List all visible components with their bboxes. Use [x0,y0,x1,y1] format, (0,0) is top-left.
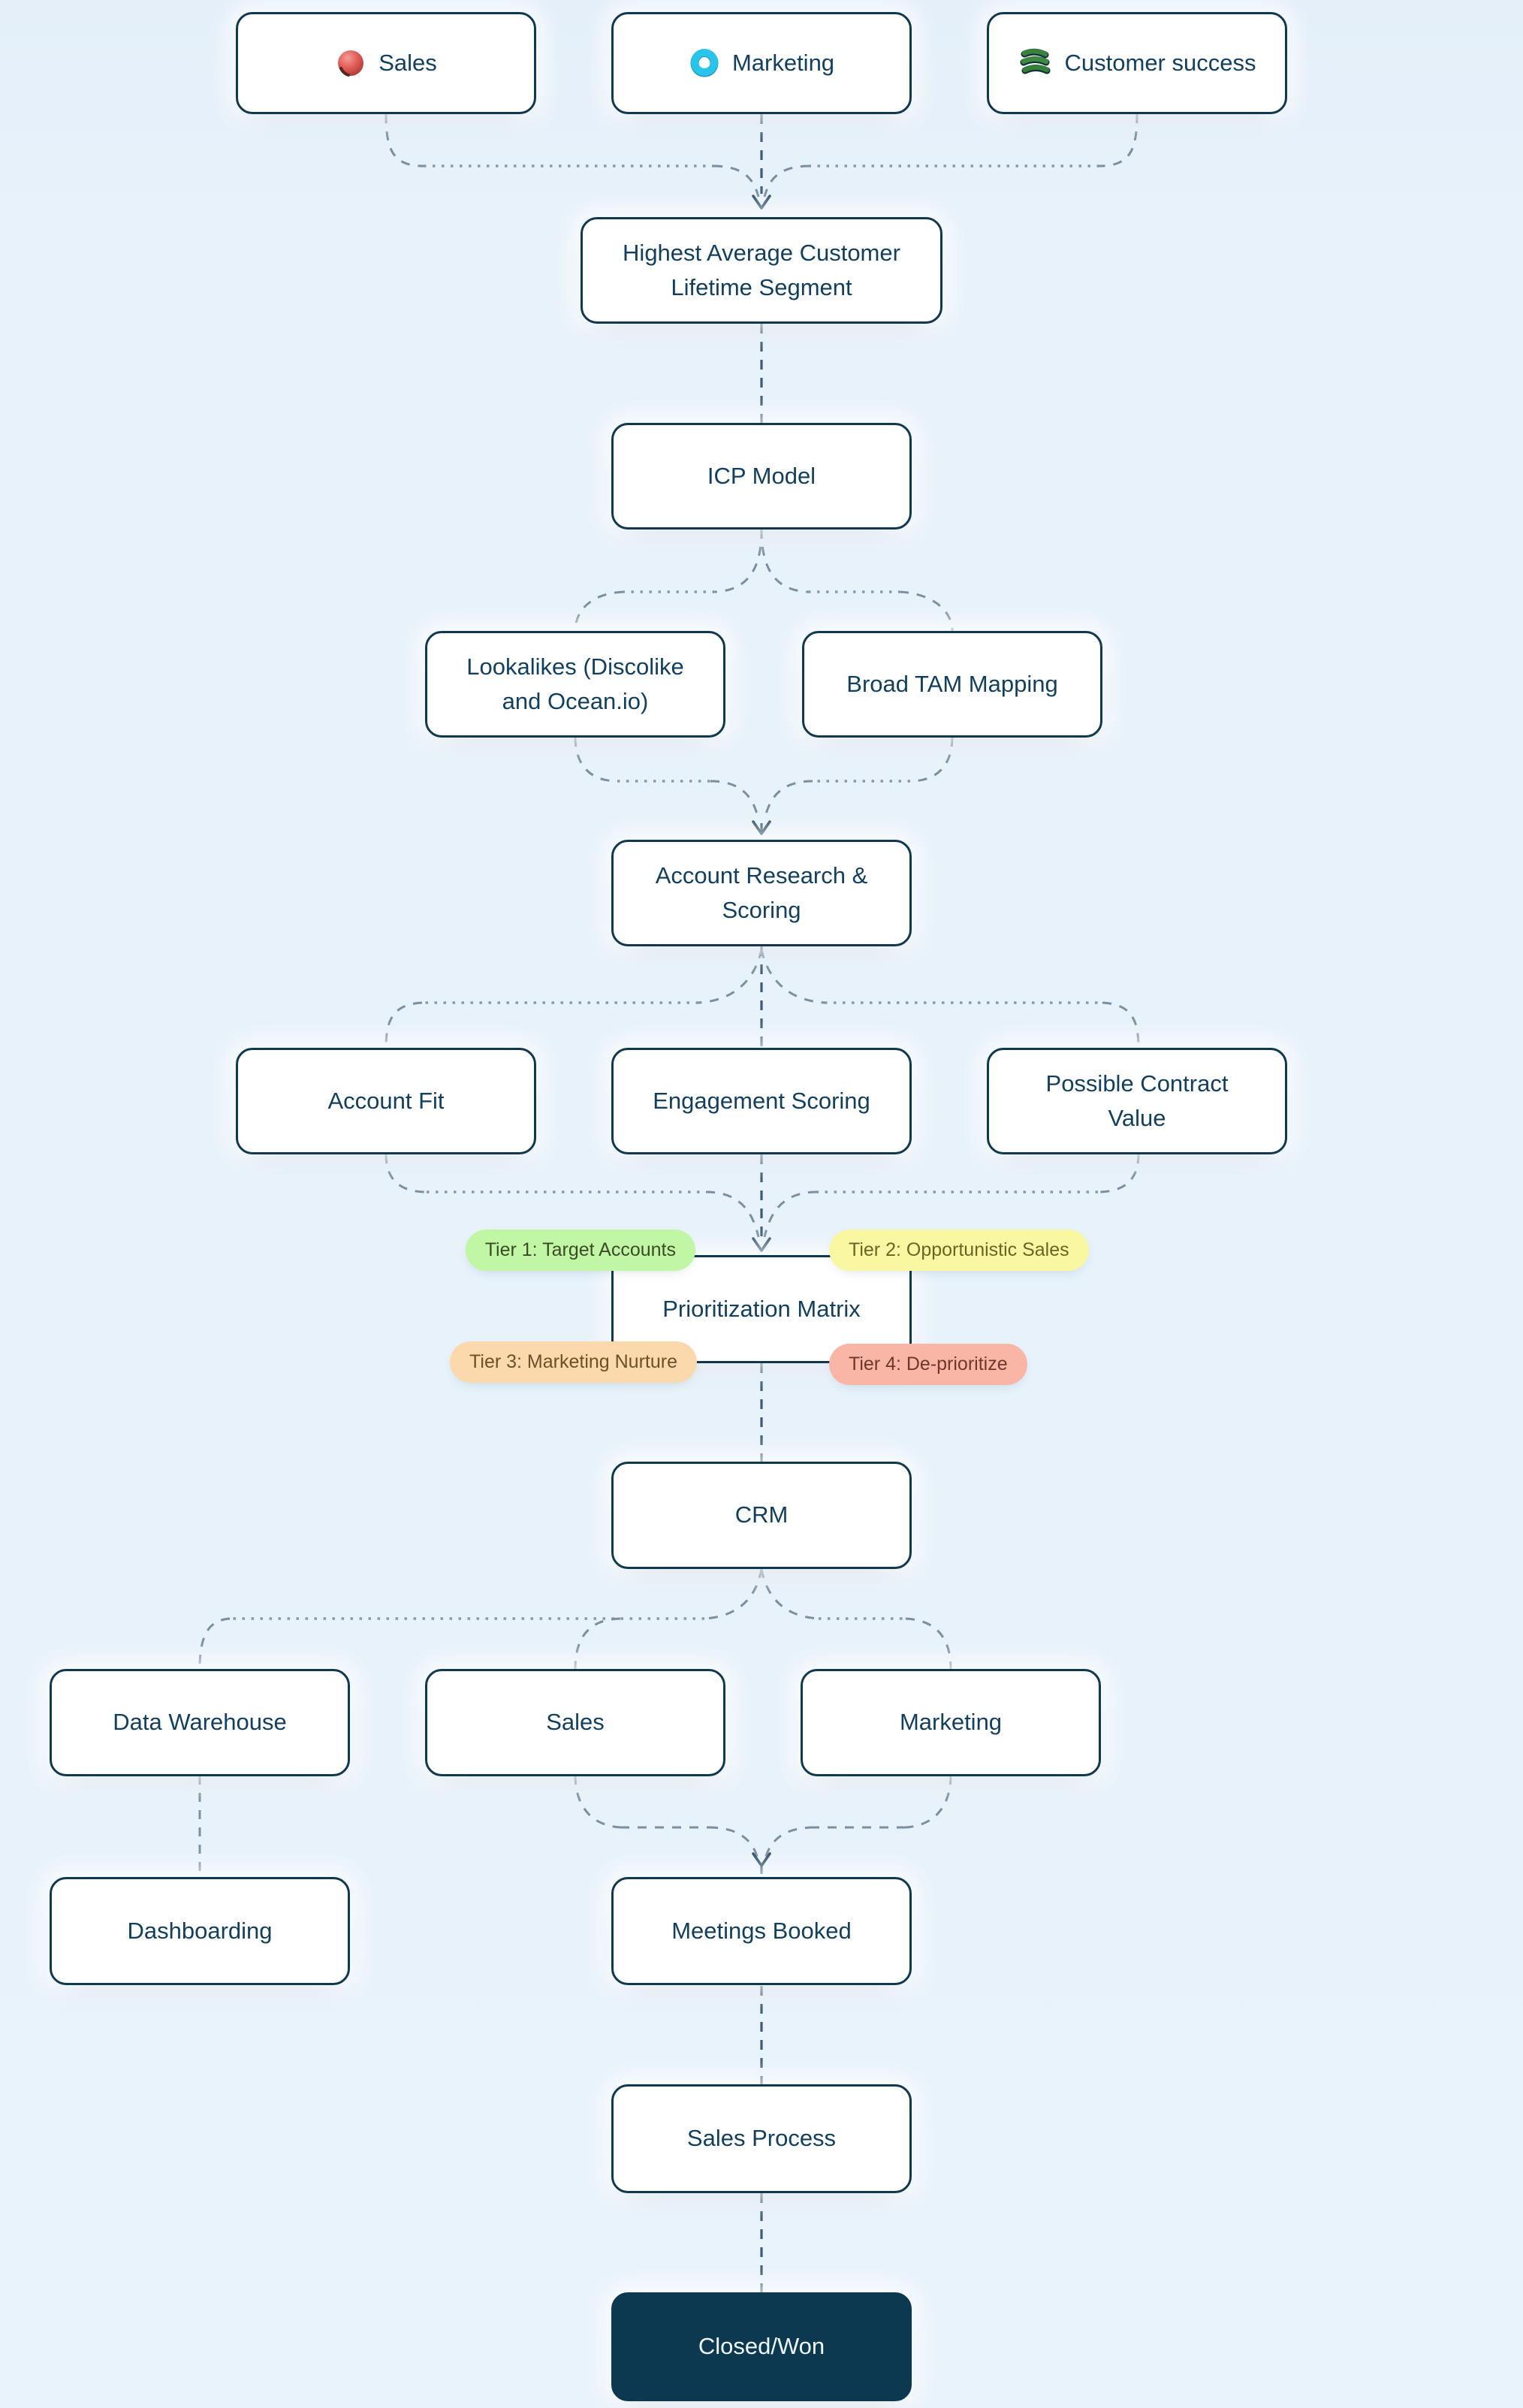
node-label: Sales [546,1709,605,1736]
node-label: Engagement Scoring [653,1087,870,1114]
node-customer-success-source[interactable]: Customer success [987,12,1287,114]
node-label: Broad TAM Mapping [846,670,1058,697]
edge-research-right-drop [1102,1001,1140,1049]
node-label: Data Warehouse [113,1709,287,1736]
edge-sales2-curve [574,1775,621,1829]
node-label: Possible Contract Value [1045,1070,1229,1132]
node-label: Marketing [731,49,835,76]
node-icp-model[interactable]: ICP Model [611,423,912,530]
edge-pcv-curve [1097,1154,1140,1193]
node-label: Account Research & Scoring [655,862,868,924]
edge-crm-right-curve [760,1568,819,1620]
edge-marketing2-merge [763,1826,815,1862]
node-marketing-team[interactable]: Marketing [801,1669,1101,1776]
node-marketing-source[interactable]: Marketing [611,12,912,114]
edge-lookalikes-merge [710,780,760,821]
node-label: Account Fit [327,1087,445,1114]
node-lookalikes[interactable]: Lookalikes (Discolike and Ocean.io) [425,631,725,738]
node-sales-process[interactable]: Sales Process [611,2084,912,2193]
edge-marketing2-curve [905,1775,952,1829]
node-label: Closed/Won [698,2333,825,2360]
node-label: CRM [734,1501,789,1528]
node-highest-avg-customer-lifetime-segment[interactable]: Highest Average Customer Lifetime Segmen… [581,217,942,324]
node-account-fit[interactable]: Account Fit [236,1048,536,1154]
tier3-badge: Tier 3: Marketing Nurture [450,1341,697,1383]
edge-research-right-curve [760,949,825,1004]
node-possible-contract-value[interactable]: Possible Contract Value [987,1048,1287,1154]
edge-crm-dw-drop [198,1617,231,1670]
tier2-badge: Tier 2: Opportunistic Sales [829,1230,1089,1271]
edge-tam-curve [909,737,954,783]
edge-cs-curve [1099,113,1138,167]
node-label: Customer success [1064,49,1256,76]
node-sales-source[interactable]: Sales [236,12,536,114]
edge-sales-merge [713,164,760,198]
edge-research-left-drop [385,1001,423,1049]
edge-cs-merge [763,164,810,198]
node-account-research-scoring[interactable]: Account Research & Scoring [611,840,912,946]
node-label: Sales Process [686,2125,837,2152]
edge-pcv-merge [763,1190,818,1238]
node-label: ICP Model [707,462,816,489]
edge-research-left-curve [698,949,763,1004]
edge-crm-left-curve [704,1568,763,1620]
edge-crm-marketing-drop [905,1617,952,1670]
edge-icp-left-curve [714,529,763,593]
green-coil-icon [1020,48,1051,74]
node-label: Highest Average Customer Lifetime Segmen… [623,239,900,301]
edge-lookalikes-curve [574,737,618,783]
edge-fit-merge [705,1190,760,1238]
arrowhead-matrix [752,1237,771,1252]
edge-fit-curve [385,1154,427,1193]
node-closed-won[interactable]: Closed/Won [611,2292,912,2401]
tier4-badge: Tier 4: De-prioritize [829,1344,1027,1385]
edge-tam-merge [763,780,813,821]
node-meetings-booked[interactable]: Meetings Booked [611,1877,912,1985]
node-label: Marketing [899,1709,1003,1736]
arrowhead-research [752,820,771,835]
red-dot-icon [338,50,364,77]
node-dashboarding[interactable]: Dashboarding [50,1877,350,1985]
arrowhead-meetings [752,1852,771,1867]
node-data-warehouse[interactable]: Data Warehouse [50,1669,350,1776]
edge-icp-right-drop [899,590,954,632]
cyan-ring-icon [690,49,719,77]
node-engagement-scoring[interactable]: Engagement Scoring [611,1048,912,1154]
edge-icp-left-drop [574,590,624,632]
node-label: Dashboarding [127,1917,273,1944]
tier1-badge: Tier 1: Target Accounts [465,1230,695,1271]
node-sales-team[interactable]: Sales [425,1669,725,1776]
edge-sales2-merge [708,1826,760,1862]
edge-icp-right-curve [760,529,809,593]
node-label: Sales [378,49,437,76]
edge-crm-sales-drop [574,1617,621,1670]
arrowhead-hacls [752,195,771,210]
node-label: Prioritization Matrix [662,1295,861,1322]
edge-sales-curve [385,113,424,167]
node-label: Lookalikes (Discolike and Ocean.io) [466,653,684,715]
node-crm[interactable]: CRM [611,1462,912,1569]
node-label: Meetings Booked [671,1917,852,1944]
node-broad-tam-mapping[interactable]: Broad TAM Mapping [802,631,1102,738]
